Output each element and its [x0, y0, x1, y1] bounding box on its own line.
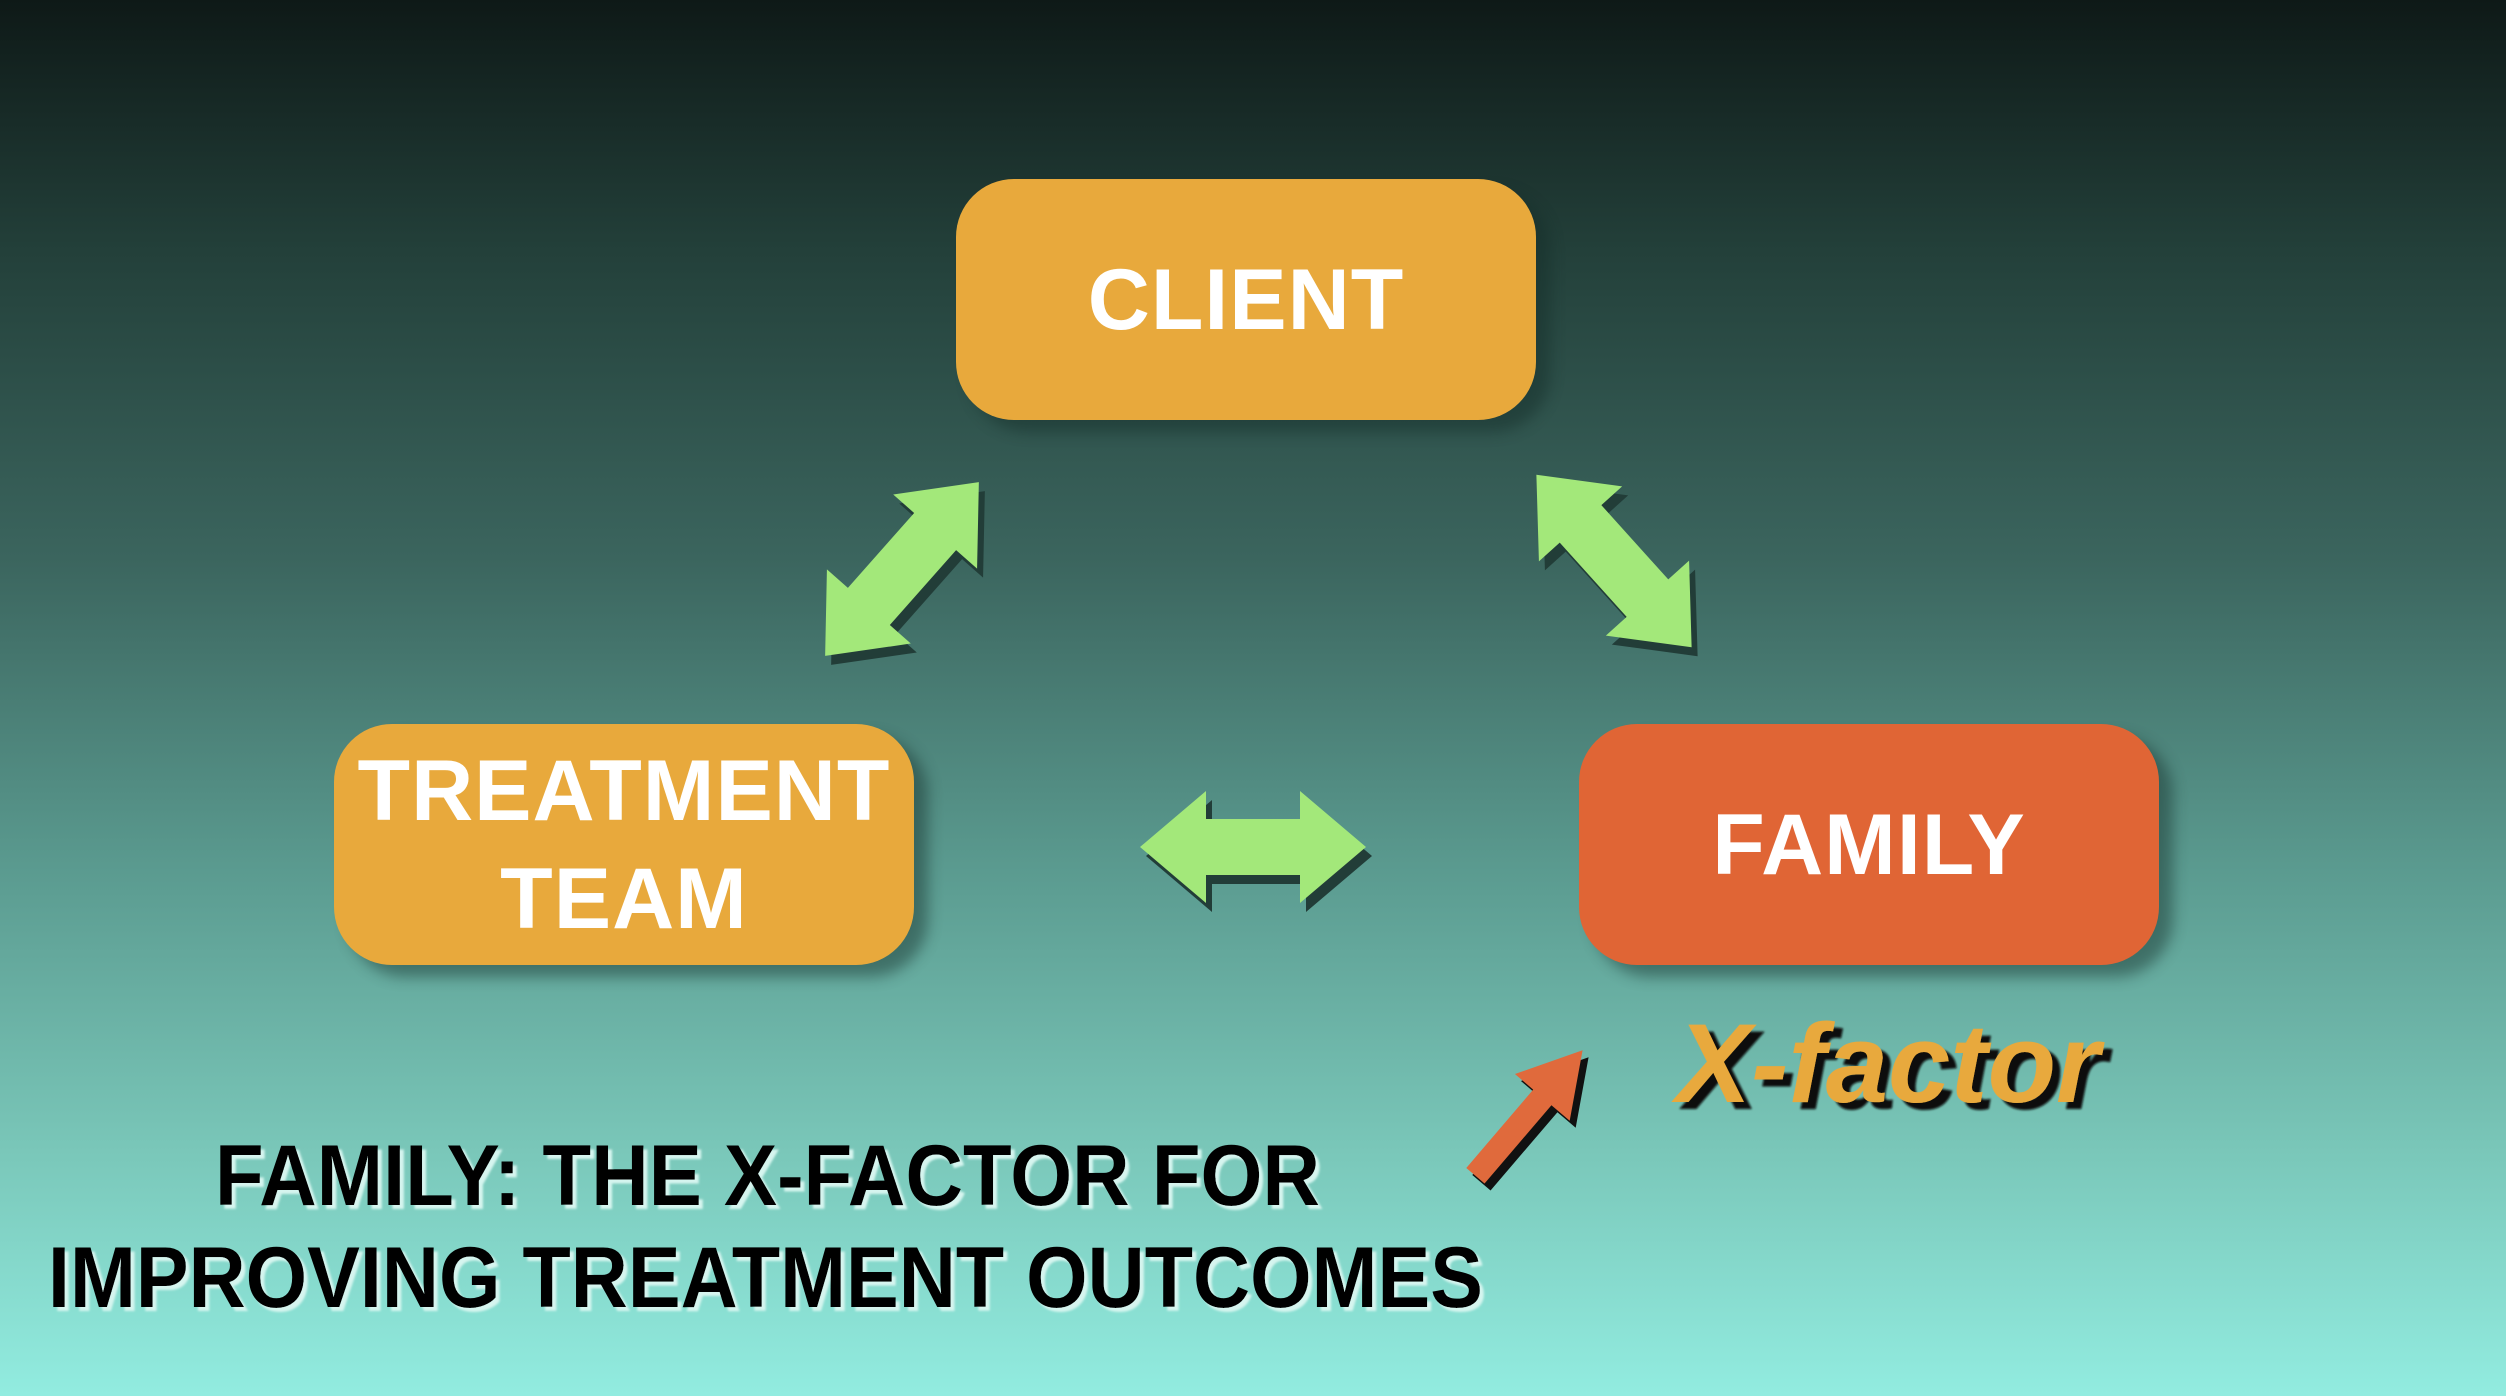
x-factor-label: X-factor — [1670, 1001, 2105, 1126]
treatment-team-label-line1: TREATMENT — [357, 742, 891, 839]
treatment-team-node: TREATMENT TEAM — [334, 724, 914, 965]
family-node: FAMILY — [1579, 724, 2159, 965]
treatment-family-arrow-icon — [1140, 791, 1366, 903]
treatment-team-label-line2: TEAM — [500, 850, 748, 947]
client-label: CLIENT — [1087, 251, 1405, 348]
title-line2: IMPROVING TREATMENT OUTCOMES — [48, 1230, 1483, 1326]
client-family-arrow-icon — [1536, 474, 1692, 648]
client-node: CLIENT — [956, 179, 1536, 420]
title-line1: FAMILY: THE X-FACTOR FOR — [215, 1128, 1320, 1224]
pointer-arrow-icon — [1466, 1050, 1583, 1184]
client-treatment-arrow-icon — [825, 482, 979, 656]
family-label: FAMILY — [1712, 796, 2026, 893]
